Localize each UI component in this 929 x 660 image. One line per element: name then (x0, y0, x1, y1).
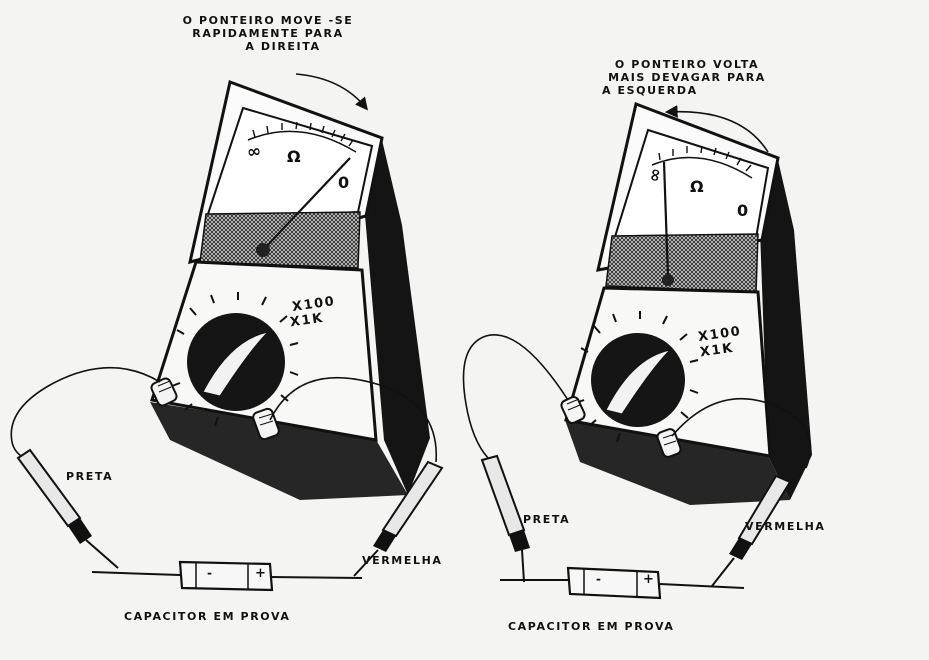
left-test-leads (10, 366, 437, 463)
right-red-probe (711, 474, 792, 587)
left-black-probe (16, 448, 119, 569)
right-black-probe (480, 454, 530, 583)
left-selector-pointer (202, 331, 270, 397)
right-selector-ticks (575, 311, 699, 443)
right-capacitor (500, 566, 745, 600)
left-caption-line-3: A DIREITA (245, 40, 321, 53)
right-jack-ohms (656, 428, 682, 458)
left-caption-line-2: RAPIDAMENTE PARA (192, 27, 344, 40)
left-scale-zero: 0 (338, 173, 351, 192)
left-scale-infinity: ∞ (245, 141, 265, 164)
right-scale-zero: 0 (737, 201, 750, 220)
left-capacitor-minus: - (207, 566, 214, 580)
right-red-probe-label: VERMELHA (745, 520, 826, 533)
left-caption-line-1: O PONTEIRO MOVE -SE (182, 14, 354, 27)
left-scale-arc (247, 130, 357, 153)
left-needle (262, 157, 351, 251)
right-black-probe-label: PRETA (523, 513, 571, 526)
left-component-label: CAPACITOR EM PROVA (124, 610, 291, 623)
right-caption-line-3: A ESQUERDA (602, 84, 698, 97)
right-scale-ohm: Ω (690, 177, 706, 196)
right-motion-arrow (664, 105, 769, 153)
right-capacitor-plus: + (643, 572, 656, 587)
right-scale-infinity: ∞ (644, 164, 667, 184)
right-test-leads (462, 334, 812, 469)
right-scale-arc (651, 156, 753, 179)
left-caption: O PONTEIRO MOVE -SE RAPIDAMENTE PARA A D… (168, 14, 368, 53)
left-meter-body-side (365, 140, 430, 495)
right-meter-shade (605, 233, 759, 293)
left-scale-ticks (252, 121, 354, 147)
right-meter-body-bottom (565, 420, 790, 505)
left-scale-ohm: Ω (287, 147, 303, 166)
right-selector-pointer (605, 349, 672, 415)
left-meter-body-bottom (150, 402, 408, 500)
right-component-label: CAPACITOR EM PROVA (508, 620, 675, 633)
right-needle-pivot (662, 274, 674, 286)
right-capacitor-minus: - (596, 572, 603, 586)
left-red-probe (353, 460, 444, 577)
right-caption-line-1: O PONTEIRO VOLTA (614, 58, 760, 71)
right-scale-ticks (658, 145, 752, 172)
left-capacitor-plus: + (255, 566, 268, 581)
right-caption-line-2: MAIS DEVAGAR PARA (608, 71, 766, 84)
left-capacitor (91, 560, 363, 592)
left-red-probe-label: VERMELHA (362, 554, 443, 567)
left-motion-arrow (295, 73, 369, 111)
right-multimeter (560, 101, 812, 505)
right-needle (662, 161, 670, 279)
right-meter-body-side (760, 160, 812, 500)
left-meter-shade (199, 211, 361, 269)
left-needle-pivot (256, 243, 270, 257)
right-caption: O PONTEIRO VOLTA MAIS DEVAGAR PARA A ESQ… (592, 58, 782, 97)
left-black-probe-label: PRETA (66, 470, 114, 483)
left-multimeter (150, 73, 430, 500)
